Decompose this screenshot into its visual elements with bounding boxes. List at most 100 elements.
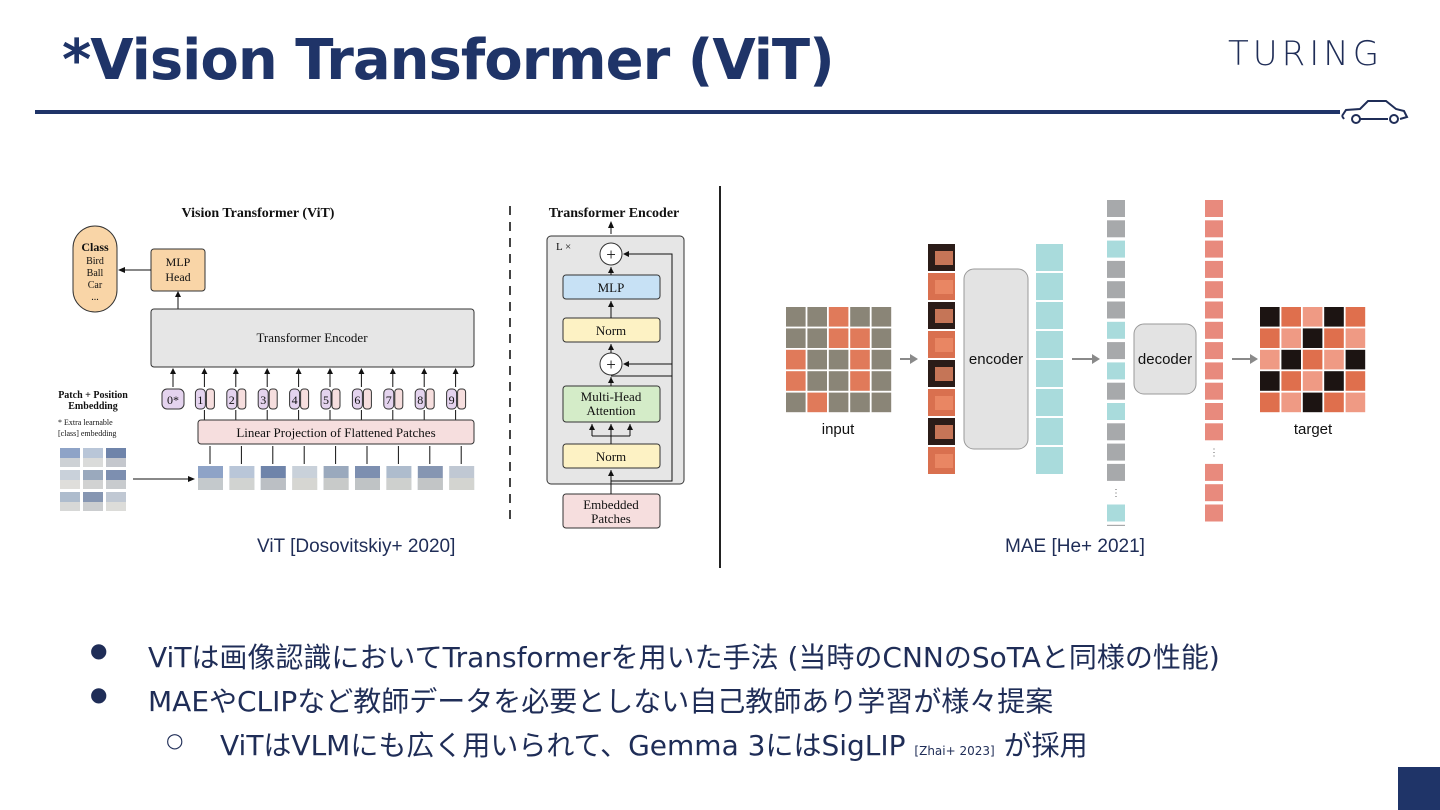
decoder-label: decoder bbox=[1138, 351, 1192, 368]
vit-diagram: Vision Transformer (ViT) Class Bird Ball… bbox=[58, 206, 475, 511]
input-label: input bbox=[822, 421, 855, 438]
target-patch bbox=[1260, 307, 1280, 327]
token-box bbox=[289, 388, 301, 410]
class-item: Car bbox=[88, 280, 103, 291]
decoded-token bbox=[1205, 260, 1223, 278]
token-box bbox=[446, 388, 458, 410]
target-patch bbox=[1345, 328, 1366, 348]
turing-logo: TURING bbox=[1228, 34, 1384, 74]
full-token bbox=[1107, 200, 1125, 217]
decoded-token bbox=[1205, 220, 1223, 238]
input-patch bbox=[828, 371, 849, 391]
token-embedding bbox=[362, 388, 372, 410]
class-item: Ball bbox=[87, 268, 104, 279]
bullet-marker: ● bbox=[90, 638, 108, 662]
target-patch bbox=[1302, 371, 1323, 391]
token-box bbox=[414, 388, 426, 410]
token-embedding bbox=[394, 388, 404, 410]
full-token bbox=[1107, 463, 1125, 481]
sub-bullet-main: ViTはVLMにも広く用いられて、Gemma 3にはSigLIP bbox=[220, 729, 906, 762]
encoded-token bbox=[1036, 418, 1063, 445]
class-item: Bird bbox=[86, 256, 104, 267]
input-patch bbox=[807, 392, 827, 413]
input-patch bbox=[786, 328, 806, 348]
token-label: 2 bbox=[229, 393, 235, 407]
corner-block bbox=[1398, 767, 1440, 810]
token-embedding bbox=[425, 388, 435, 410]
full-token bbox=[1107, 403, 1125, 420]
token-label: 3 bbox=[260, 393, 266, 407]
input-patch bbox=[871, 307, 892, 327]
full-token bbox=[1107, 321, 1125, 339]
extra-note: * Extra learnable bbox=[58, 418, 113, 427]
encoded-token bbox=[1036, 331, 1063, 358]
input-patch bbox=[807, 371, 827, 391]
plus-symbol: + bbox=[606, 245, 616, 264]
input-patch bbox=[786, 349, 806, 370]
decoded-token bbox=[1205, 423, 1223, 441]
patch-label: Patch + Position bbox=[58, 390, 128, 401]
target-patch bbox=[1260, 392, 1280, 413]
token-label: 0* bbox=[167, 393, 179, 407]
input-patch bbox=[807, 349, 827, 370]
encoded-token bbox=[1036, 389, 1063, 416]
input-patch bbox=[828, 392, 849, 413]
sub-bullet-text: ViTはVLMにも広く用いられて、Gemma 3にはSigLIP [Zhai+ … bbox=[220, 724, 1088, 764]
input-patch bbox=[850, 307, 870, 327]
encoded-token bbox=[1036, 447, 1063, 474]
input-patch bbox=[786, 392, 806, 413]
bullet-text: ViTは画像認識においてTransformerを用いた手法 (当時のCNNのSo… bbox=[148, 641, 1220, 674]
target-patch bbox=[1324, 307, 1344, 327]
input-patch bbox=[828, 328, 849, 348]
plus-symbol: + bbox=[606, 355, 616, 374]
target-patch bbox=[1324, 371, 1344, 391]
token-label: 6 bbox=[354, 393, 360, 407]
input-patch bbox=[871, 328, 892, 348]
token-box bbox=[383, 388, 395, 410]
class-title: Class bbox=[81, 240, 109, 254]
target-patch bbox=[1281, 307, 1301, 327]
sub-bullet-tail: が採用 bbox=[1003, 729, 1088, 762]
input-patch bbox=[828, 307, 849, 327]
target-patch bbox=[1281, 371, 1301, 391]
decoded-token bbox=[1205, 301, 1223, 319]
input-patch bbox=[850, 371, 870, 391]
input-patch bbox=[850, 328, 870, 348]
token-embedding bbox=[268, 388, 278, 410]
decoded-token bbox=[1205, 403, 1223, 420]
full-token bbox=[1107, 240, 1125, 258]
mae-diagram: input encoder ⋮ decoder ⋮ target bbox=[786, 200, 1366, 526]
encoder-heading: Transformer Encoder bbox=[549, 206, 680, 221]
svg-text:⋮: ⋮ bbox=[1111, 488, 1121, 499]
target-patch bbox=[1324, 392, 1344, 413]
full-token bbox=[1107, 342, 1125, 360]
mae-caption: MAE [He+ 2021] bbox=[1005, 536, 1145, 557]
token-label: 4 bbox=[292, 393, 298, 407]
mlp-head-label: MLP bbox=[166, 255, 191, 269]
vit-caption: ViT [Dosovitskiy+ 2020] bbox=[257, 536, 456, 557]
car-icon bbox=[1341, 100, 1409, 124]
target-patch bbox=[1302, 307, 1323, 327]
embedded-label: Patches bbox=[591, 511, 631, 526]
input-patch bbox=[786, 371, 806, 391]
citation: [Zhai+ 2023] bbox=[914, 744, 995, 758]
token-box bbox=[161, 388, 185, 410]
full-token bbox=[1107, 382, 1125, 400]
token-embedding bbox=[331, 388, 341, 410]
mlp-head-label: Head bbox=[165, 270, 190, 284]
token-embedding bbox=[237, 388, 247, 410]
linear-projection-label: Linear Projection of Flattened Patches bbox=[236, 425, 435, 440]
input-patch bbox=[850, 349, 870, 370]
encoded-token bbox=[1036, 273, 1063, 300]
token-box bbox=[257, 388, 269, 410]
target-patch bbox=[1260, 371, 1280, 391]
decoded-token bbox=[1205, 504, 1223, 522]
full-token bbox=[1107, 423, 1125, 441]
token-label: 1 bbox=[197, 393, 203, 407]
norm-label: Norm bbox=[596, 449, 626, 464]
target-patch bbox=[1302, 328, 1323, 348]
section-divider bbox=[719, 186, 721, 568]
encoded-token bbox=[1036, 244, 1063, 271]
decoded-token bbox=[1205, 240, 1223, 258]
full-token bbox=[1107, 443, 1125, 461]
